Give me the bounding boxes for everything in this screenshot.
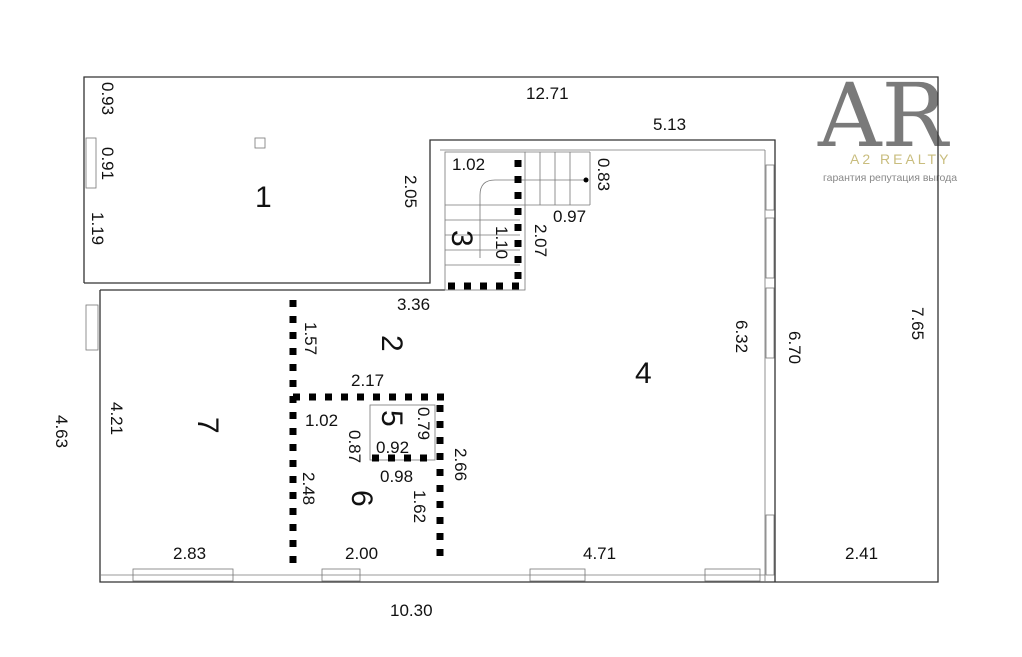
dim-label: 3.36 (397, 295, 430, 314)
dim-label: 0.91 (98, 147, 117, 180)
walls (83, 76, 939, 583)
dim-label: 2.48 (299, 472, 318, 505)
dim-label: 0.87 (345, 430, 364, 463)
room-4-label: 4 (635, 357, 652, 390)
dim-label: 0.83 (594, 158, 613, 191)
logo-brand: A2 REALTY (850, 151, 951, 167)
staircase (444, 151, 591, 291)
dim-label: 1.02 (452, 155, 485, 174)
dim-label: 0.93 (98, 82, 117, 115)
dim-label: 12.71 (526, 84, 569, 103)
dim-label: 2.07 (531, 224, 550, 257)
dim-label: 4.63 (52, 415, 71, 448)
dim-label: 7.65 (908, 307, 927, 340)
partitions (289, 300, 445, 565)
dim-label: 0.98 (380, 467, 413, 486)
room-labels: 1 2 3 4 5 6 7 (191, 181, 652, 507)
dim-label: 1.19 (88, 212, 107, 245)
dim-label: 1.02 (305, 411, 338, 430)
dim-label: 2.66 (451, 448, 470, 481)
dim-label: 2.05 (401, 175, 420, 208)
dim-label: 6.70 (785, 331, 804, 364)
dim-label: 2.41 (845, 544, 878, 563)
room-3-label: 3 (445, 230, 478, 247)
dimensions: 12.71 5.13 0.93 0.91 1.19 2.05 1.02 0.83… (52, 82, 927, 620)
dim-label: 2.83 (173, 544, 206, 563)
room-1-label: 1 (255, 181, 272, 214)
dim-label: 1.62 (410, 490, 429, 523)
dim-label: 0.97 (553, 207, 586, 226)
dim-label: 6.32 (732, 320, 751, 353)
room-5-label: 5 (375, 410, 408, 427)
dim-label: 2.17 (351, 371, 384, 390)
room-7-label: 7 (191, 417, 224, 434)
logo-letters: AR (817, 64, 951, 167)
dim-label: 0.79 (414, 407, 433, 440)
logo-tagline: гарантия репутация выгода (823, 172, 957, 184)
dim-label: 4.21 (107, 402, 126, 435)
dim-label: 10.30 (390, 601, 433, 620)
room-2-label: 2 (375, 335, 408, 352)
dim-label: 5.13 (653, 115, 686, 134)
dim-label: 0.92 (376, 438, 409, 457)
dim-label: 2.00 (345, 544, 378, 563)
a2-realty-logo: AR A2 REALTY гарантия репутация выгода (817, 64, 957, 184)
dim-label: 4.71 (583, 544, 616, 563)
dim-label: 1.57 (301, 322, 320, 355)
room-6-label: 6 (345, 490, 378, 507)
dim-label: 1.10 (492, 226, 511, 259)
